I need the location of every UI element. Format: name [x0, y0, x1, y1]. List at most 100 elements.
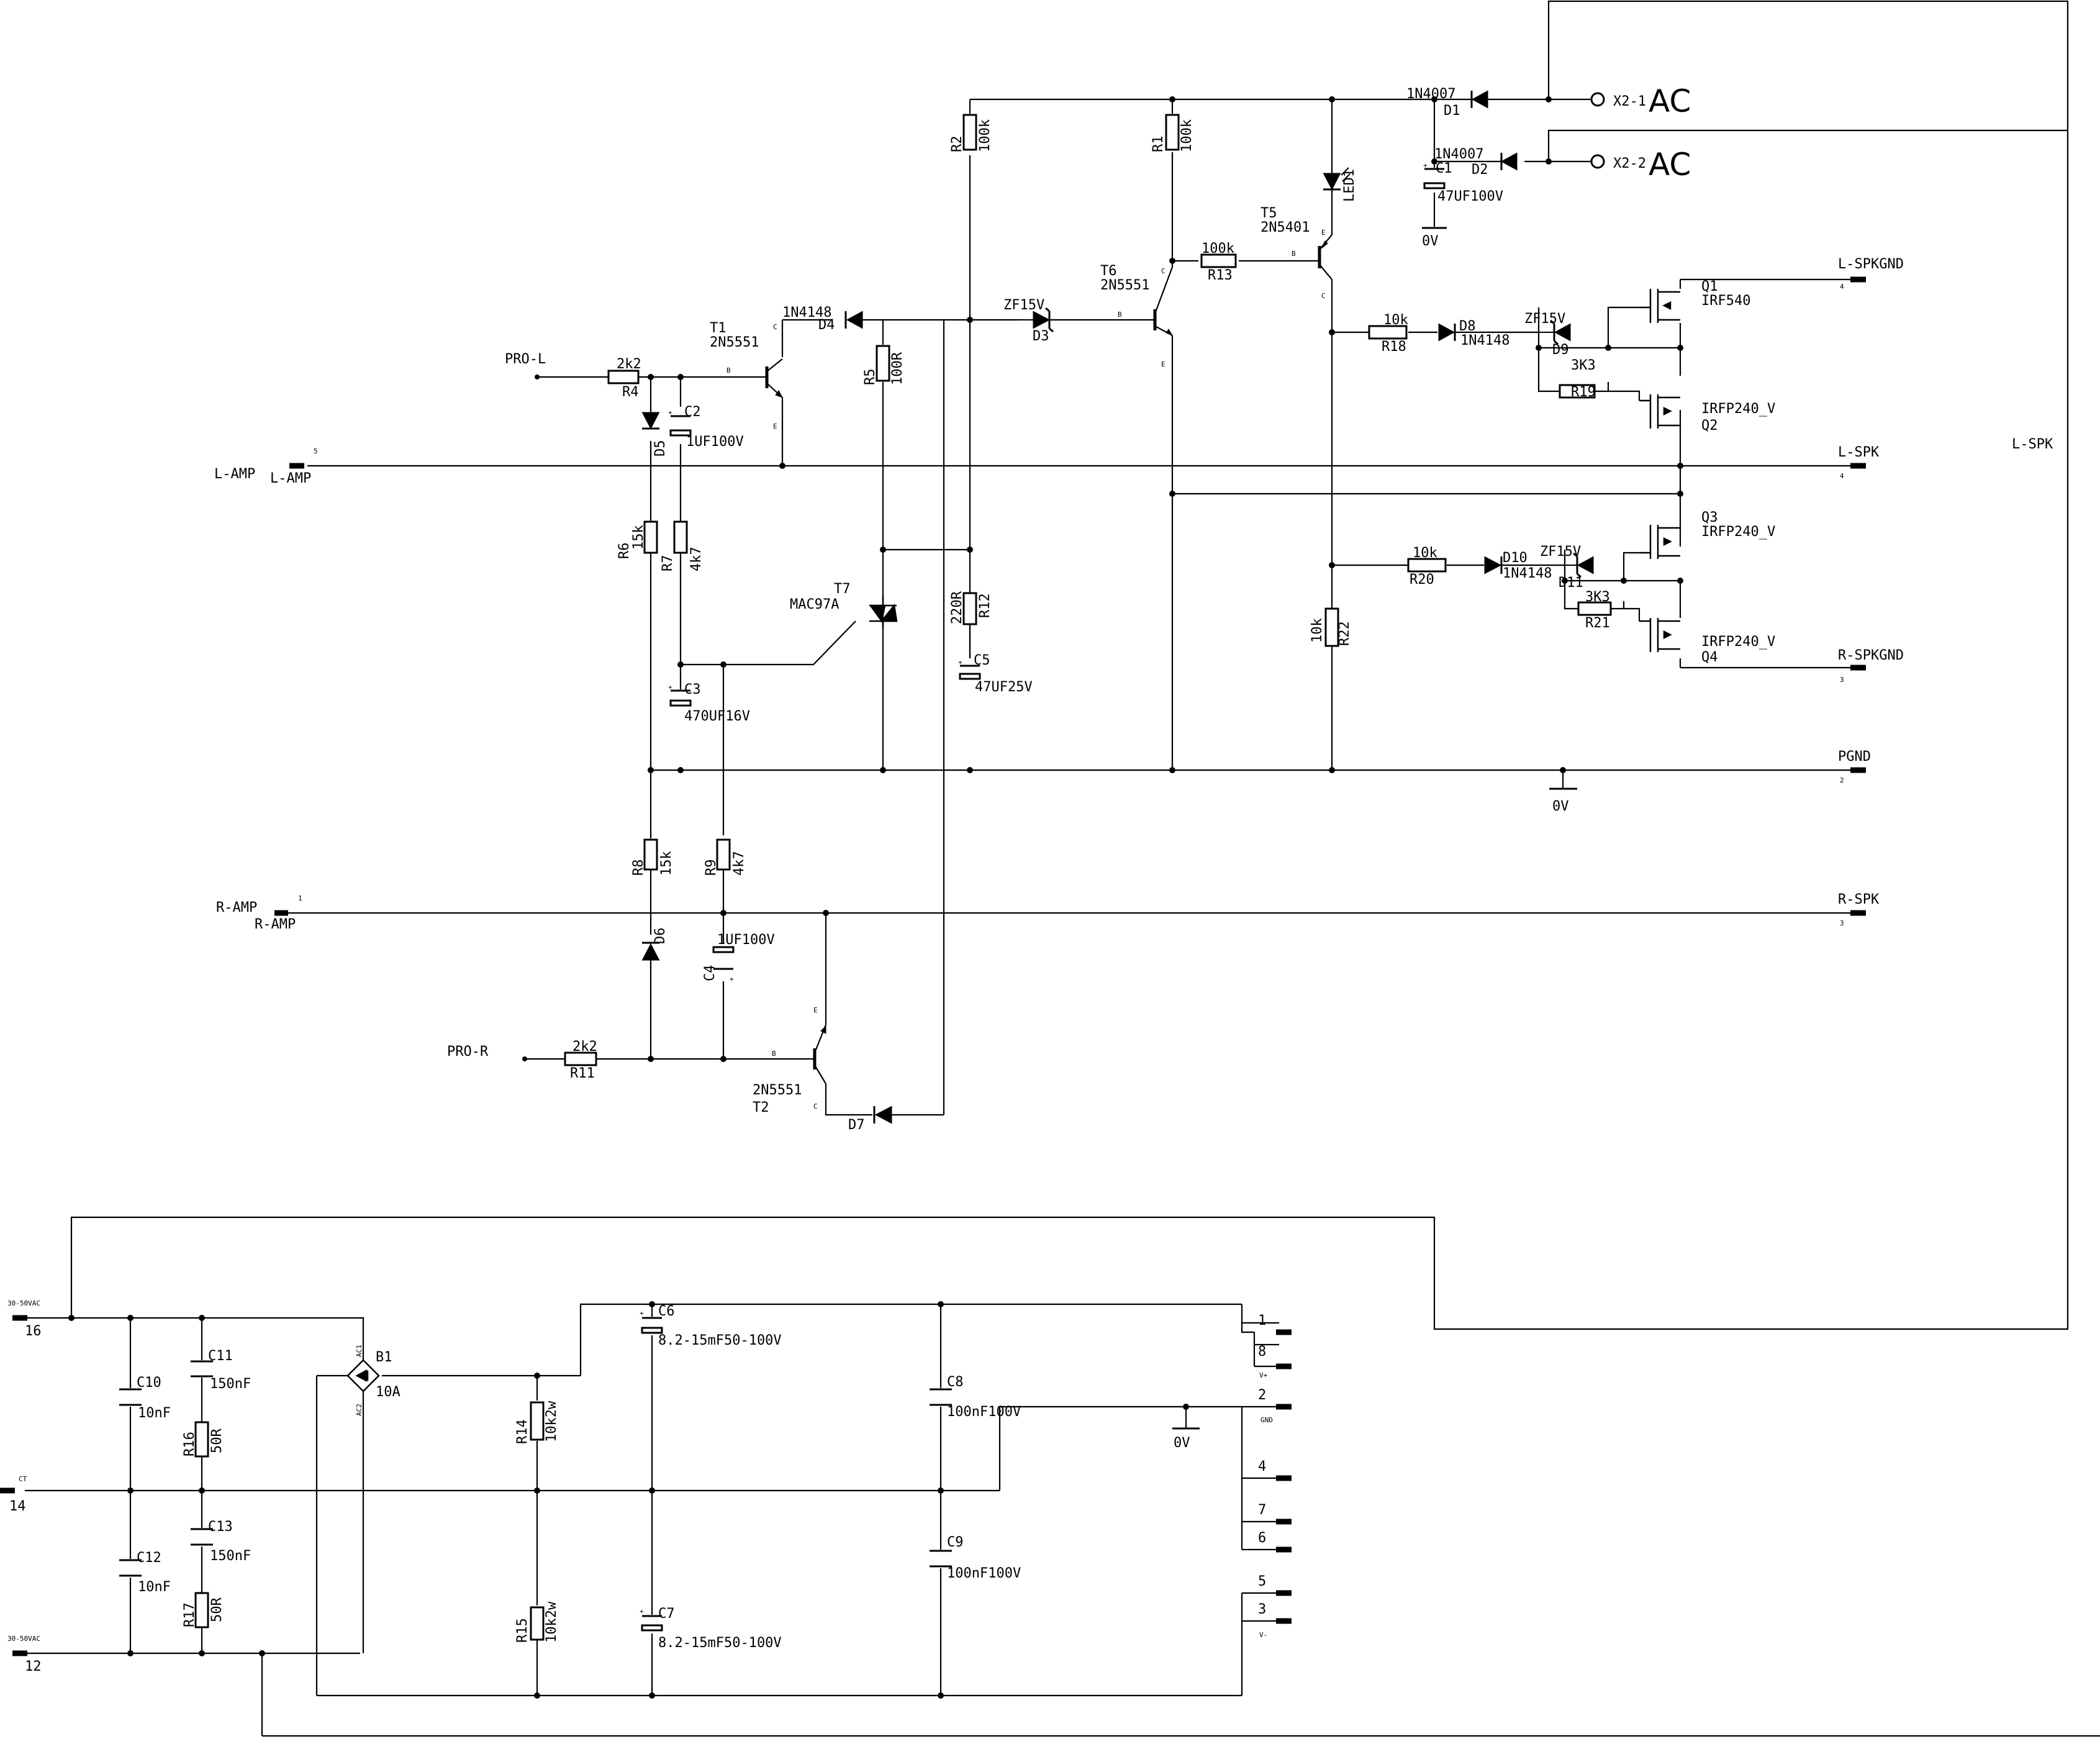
port-x2-2: X2-2 [1613, 156, 1646, 171]
port-r-amp-pin: 1 [298, 894, 302, 902]
svg-text:4k7: 4k7 [689, 547, 704, 571]
svg-text:1N4148: 1N4148 [1503, 566, 1552, 581]
svg-text:IRFP240_V: IRFP240_V [1701, 634, 1775, 650]
svg-text:R15: R15 [515, 1618, 530, 1643]
resistor-r15 [530, 1606, 545, 1641]
svg-text:4k7: 4k7 [731, 851, 747, 876]
svg-text:4: 4 [1840, 472, 1844, 480]
resistor-r11 [564, 1051, 597, 1066]
capacitor-c11 [191, 1360, 213, 1378]
diode-d6 [641, 942, 660, 961]
capacitor-c5: + [958, 658, 981, 680]
svg-text:C4: C4 [702, 965, 718, 982]
svg-text:CT: CT [19, 1475, 27, 1483]
svg-text:30-50VAC: 30-50VAC [7, 1299, 40, 1307]
svg-text:E: E [773, 422, 777, 430]
svg-text:+: + [668, 683, 672, 691]
svg-text:T2: T2 [753, 1100, 769, 1115]
port-r-spkgnd: R-SPKGND [1838, 648, 1904, 663]
svg-text:R18: R18 [1382, 339, 1406, 355]
svg-text:30-50VAC: 30-50VAC [7, 1635, 40, 1643]
svg-text:100R: 100R [890, 352, 905, 385]
mosfet-q3 [1639, 525, 1680, 559]
svg-text:D11: D11 [1559, 575, 1583, 591]
svg-text:4: 4 [1258, 1459, 1266, 1474]
port-l-amp: L-AMP [270, 471, 311, 486]
svg-text:R11: R11 [570, 1066, 595, 1081]
svg-text:15k: 15k [659, 851, 674, 876]
svg-text:100k: 100k [1202, 241, 1234, 257]
svg-text:10k2w: 10k2w [544, 1401, 559, 1442]
port-x2-1: X2-1 [1613, 94, 1646, 109]
svg-text:1N4007: 1N4007 [1434, 147, 1483, 162]
svg-text:2k2: 2k2 [573, 1039, 597, 1055]
svg-text:1N4007: 1N4007 [1406, 86, 1455, 102]
svg-text:47UF25V: 47UF25V [975, 679, 1033, 695]
svg-text:100nF100V: 100nF100V [947, 1566, 1021, 1581]
capacitor-c6: + [640, 1309, 663, 1334]
resistor-r20 [1407, 558, 1447, 573]
svg-text:C: C [813, 1102, 818, 1110]
diodes [641, 90, 1594, 1124]
svg-text:AC2: AC2 [355, 1404, 363, 1416]
svg-text:C6: C6 [658, 1304, 675, 1319]
port-r-amp-net: R-AMP [216, 900, 257, 915]
svg-text:47UF100V: 47UF100V [1437, 189, 1503, 204]
svg-text:GND: GND [1260, 1416, 1273, 1424]
resistor-r8 [643, 838, 658, 871]
port-ac-1: AC [1649, 83, 1691, 119]
svg-text:R8: R8 [631, 860, 646, 876]
resistor-r17 [194, 1592, 209, 1628]
bridge-b1 [346, 1359, 380, 1392]
svg-text:T6: T6 [1100, 263, 1117, 279]
svg-text:1N4148: 1N4148 [1460, 333, 1509, 348]
svg-text:1: 1 [1258, 1313, 1266, 1328]
svg-text:R1: R1 [1151, 136, 1166, 153]
svg-text:B: B [1292, 250, 1296, 258]
capacitor-c10 [119, 1388, 142, 1406]
labels: PRO-L PRO-R L-AMP L-AMP 5 R-AMP R-AMP 1 … [7, 83, 2053, 1674]
svg-text:D2: D2 [1472, 162, 1488, 178]
svg-text:220R: 220R [949, 591, 965, 624]
led1-icon [1323, 167, 1351, 191]
svg-text:C: C [1161, 267, 1165, 275]
svg-text:C13: C13 [208, 1519, 233, 1535]
svg-text:R2: R2 [949, 136, 965, 153]
resistor-r14 [530, 1401, 545, 1441]
svg-text:1UF100V: 1UF100V [686, 434, 744, 450]
resistor-r2 [962, 114, 977, 151]
svg-text:+: + [640, 1309, 644, 1317]
svg-text:+: + [730, 975, 734, 983]
svg-text:D4: D4 [818, 317, 835, 333]
resistor-r22 [1324, 607, 1339, 647]
terminal-x2-1 [1590, 92, 1605, 107]
svg-text:AC1: AC1 [355, 1345, 363, 1357]
svg-text:2N5551: 2N5551 [753, 1083, 802, 1098]
svg-text:C12: C12 [137, 1550, 161, 1566]
svg-text:C2: C2 [684, 404, 701, 420]
diode-d8 [1438, 323, 1456, 342]
transistor-t2 [813, 1024, 827, 1084]
port-l-spkgnd: L-SPKGND [1838, 257, 1904, 272]
diode-d3 [1018, 307, 1140, 333]
svg-text:D7: D7 [848, 1117, 865, 1133]
ground-symbols [1172, 227, 1577, 1430]
svg-text:R12: R12 [977, 593, 993, 618]
junctions [68, 96, 1683, 1699]
port-l-spk: L-SPK [1838, 445, 1880, 460]
gnd-label-psu: 0V [1174, 1435, 1190, 1451]
svg-text:R20: R20 [1410, 572, 1434, 588]
capacitor-c8 [930, 1388, 952, 1406]
svg-text:D10: D10 [1503, 550, 1527, 566]
svg-text:R4: R4 [622, 384, 639, 400]
svg-text:2N5551: 2N5551 [710, 335, 759, 350]
svg-text:Q2: Q2 [1701, 418, 1718, 434]
resistor-r18 [1368, 325, 1408, 340]
port-16: 16 [25, 1324, 42, 1339]
svg-text:+: + [1423, 161, 1428, 170]
resistor-r4 [607, 370, 640, 384]
gnd-label-c1: 0V [1422, 234, 1439, 249]
svg-text:D6: D6 [653, 928, 668, 945]
svg-text:50R: 50R [209, 1428, 225, 1453]
